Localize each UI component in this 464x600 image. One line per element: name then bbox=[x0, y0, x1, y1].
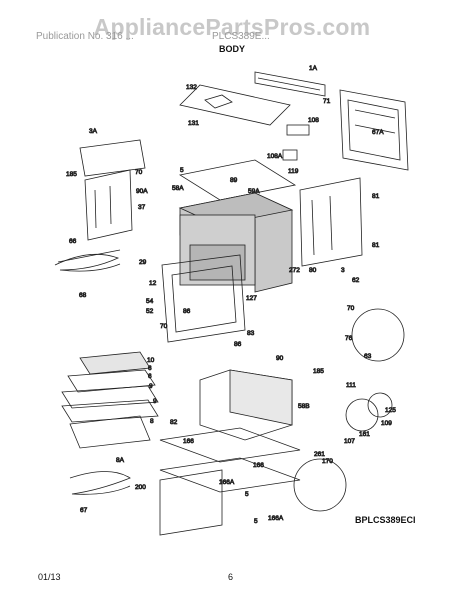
callout-label: 80 bbox=[309, 267, 317, 274]
callout-label: 111 bbox=[346, 382, 356, 389]
callout-label: 83 bbox=[247, 330, 255, 337]
footer-page: 6 bbox=[228, 572, 234, 582]
callout-label: 76 bbox=[345, 335, 353, 342]
callout-label: 70 bbox=[160, 323, 168, 330]
detail-circle-part bbox=[293, 308, 405, 512]
callout-label: 272 bbox=[289, 267, 300, 274]
callout-label: 161 bbox=[359, 431, 370, 438]
watermark: AppliancePartsPros.com bbox=[93, 14, 371, 40]
callout-label: 59A bbox=[248, 188, 260, 195]
callout-label: 66 bbox=[69, 238, 77, 245]
callout-label: 125 bbox=[385, 407, 396, 414]
bottom-panel-part bbox=[199, 369, 293, 441]
callout-label: 58A bbox=[172, 185, 184, 192]
callout-label: 132 bbox=[186, 84, 197, 91]
callout-label: 200 bbox=[135, 484, 146, 491]
callout-label: 8A bbox=[116, 457, 125, 464]
callout-label: 3 bbox=[341, 267, 345, 274]
bake-element-part bbox=[54, 249, 121, 272]
callout-label: 81 bbox=[372, 193, 380, 200]
top-panel-part bbox=[254, 71, 326, 97]
callout-label: 108 bbox=[308, 117, 319, 124]
callout-label: 166 bbox=[253, 462, 264, 469]
callout-label: 29 bbox=[139, 259, 147, 266]
callout-label: 62 bbox=[352, 277, 360, 284]
publication-number: PLCS389E... bbox=[212, 31, 270, 42]
callout-label: 166A bbox=[268, 515, 284, 522]
callout-label: 5 bbox=[245, 491, 249, 498]
callout-label: 166 bbox=[183, 438, 194, 445]
diagram-code: BPLCS389ECI bbox=[355, 515, 416, 525]
drawer-base-part bbox=[159, 427, 301, 536]
callout-label: 54 bbox=[146, 298, 154, 305]
footer-date: 01/13 bbox=[38, 572, 61, 582]
section-title: BODY bbox=[218, 44, 245, 54]
callout-label: 170 bbox=[322, 458, 333, 465]
callout-label: 81 bbox=[372, 242, 380, 249]
element-108-part bbox=[282, 124, 310, 161]
callout-label: 70 bbox=[135, 169, 143, 176]
callout-label: 71 bbox=[323, 98, 331, 105]
callout-label: 5 bbox=[254, 518, 258, 525]
model-label: Publication No. 316 ... bbox=[36, 31, 134, 42]
callout-label: 107 bbox=[344, 438, 355, 445]
callout-label: 37 bbox=[138, 204, 146, 211]
convection-fan-part bbox=[345, 392, 393, 432]
callout-label: 6 bbox=[148, 365, 152, 372]
callout-label: 3A bbox=[89, 128, 98, 135]
callout-label: 185 bbox=[313, 368, 324, 375]
callout-label: 1A bbox=[309, 65, 318, 72]
callout-label: 6 bbox=[148, 373, 152, 380]
callout-label: 166A bbox=[219, 479, 235, 486]
callout-label: 63 bbox=[364, 353, 372, 360]
oven-racks-part bbox=[61, 351, 159, 449]
callout-label: 109 bbox=[381, 420, 392, 427]
callout-label: 119 bbox=[288, 168, 299, 175]
callout-label: 67 bbox=[80, 507, 88, 514]
right-side-panel-part bbox=[299, 177, 363, 267]
callout-label: 86 bbox=[183, 308, 191, 315]
callout-label: 10 bbox=[147, 357, 155, 364]
callout-label: 86 bbox=[234, 341, 242, 348]
callout-label: 5 bbox=[180, 167, 184, 174]
callout-label: 9 bbox=[153, 398, 157, 405]
callout-label: 67A bbox=[372, 129, 384, 136]
callout-label: 90 bbox=[276, 355, 284, 362]
door-frame-part bbox=[161, 254, 246, 343]
callout-label: 131 bbox=[188, 120, 199, 127]
callout-label: 108A bbox=[267, 153, 283, 160]
broil-element-part bbox=[69, 471, 131, 495]
callout-label: 52 bbox=[146, 308, 154, 315]
callout-label: 90A bbox=[136, 188, 148, 195]
callout-label: 8 bbox=[150, 418, 154, 425]
callout-label: 12 bbox=[149, 280, 157, 287]
callout-label: 185 bbox=[66, 171, 77, 178]
callout-label: 9 bbox=[149, 383, 153, 390]
callout-label: 70 bbox=[347, 305, 355, 312]
callout-label: 68 bbox=[79, 292, 87, 299]
oven-cavity-part bbox=[178, 192, 294, 293]
callout-label: 261 bbox=[314, 451, 325, 458]
callout-label: 58B bbox=[298, 403, 310, 410]
callout-label: 127 bbox=[246, 295, 257, 302]
top-cover-part bbox=[179, 84, 291, 126]
back-panel-part bbox=[339, 89, 409, 171]
left-side-panel-part bbox=[79, 139, 146, 241]
callout-label: 82 bbox=[170, 419, 178, 426]
callout-label: 89 bbox=[230, 177, 238, 184]
top-plate-part bbox=[178, 159, 297, 201]
